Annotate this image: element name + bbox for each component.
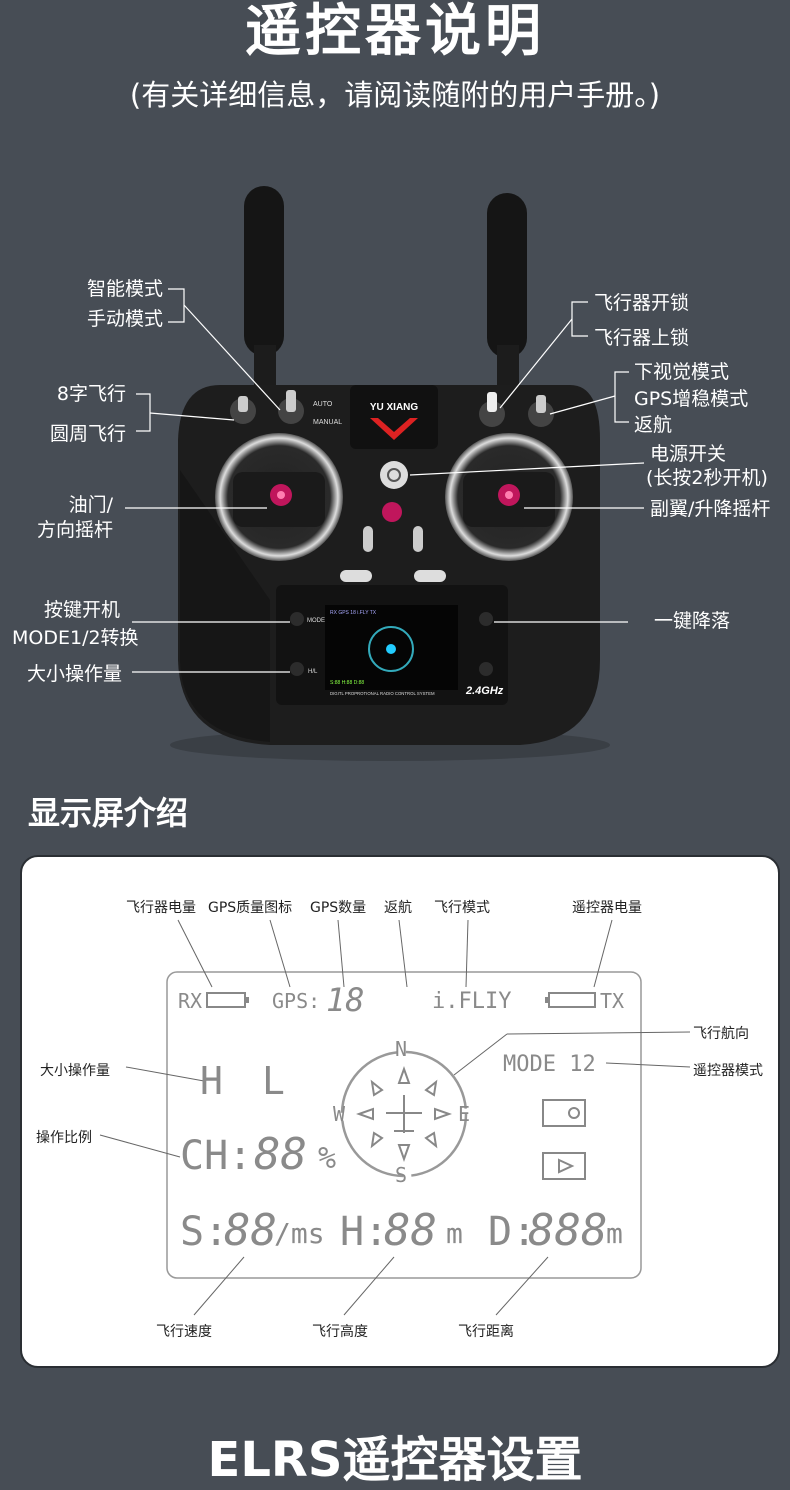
lcd-frame xyxy=(166,971,642,1279)
screen-footer: DIGITL PROPROTIONAL RADIO CONTROL SYSTEM xyxy=(330,691,435,696)
lcd-ch-val: 88 xyxy=(254,1129,307,1180)
label-throttle-1: 油门/ xyxy=(68,494,113,516)
lbl-rate: 大小操作量 xyxy=(40,1063,110,1079)
lbl-ratio: 操作比例 xyxy=(36,1130,92,1146)
mode-button-label: MODE xyxy=(307,618,325,624)
lbl-heading: 飞行航向 xyxy=(693,1026,749,1042)
lcd-hh: H: xyxy=(340,1209,389,1255)
lcd-l: L xyxy=(262,1059,285,1103)
antenna-left xyxy=(244,186,284,356)
label-vision: 下视觉模式 xyxy=(634,361,730,383)
controller-illustration: YU XIANG AUTO MANUAL MODE H/L RX GPS 18 … xyxy=(125,186,645,761)
label-circle: 圆周飞行 xyxy=(49,423,126,445)
lbl-gps-count: GPS数量 xyxy=(310,900,367,916)
label-gps: GPS增稳模式 xyxy=(634,388,749,410)
lbl-height: 飞行高度 xyxy=(312,1324,368,1340)
lbl-remote-battery: 遥控器电量 xyxy=(572,900,642,916)
hl-button-label: H/L xyxy=(308,669,318,675)
lbl-gps-quality: GPS质量图标 xyxy=(208,900,293,916)
label-throttle-2: 方向摇杆 xyxy=(36,519,113,541)
lcd-compass-e: E xyxy=(458,1102,471,1126)
lcd-compass-s: S xyxy=(395,1163,408,1187)
lcd-h: H xyxy=(200,1059,223,1103)
lcd-s-val: 88 xyxy=(224,1205,277,1256)
lcd-m2: m xyxy=(606,1217,623,1250)
label-power-2: (长按2秒开机) xyxy=(646,467,768,489)
lcd-ifly: i.FLIY xyxy=(432,989,512,1014)
lcd-compass-n: N xyxy=(395,1037,408,1061)
freq-label: 2.4GHz xyxy=(465,685,504,697)
lcd-mode12: MODE 12 xyxy=(503,1052,596,1077)
switch-auto-label: AUTO xyxy=(313,401,333,408)
lcd-pct: % xyxy=(318,1141,337,1176)
lcd-h-val: 88 xyxy=(384,1205,437,1256)
center-button xyxy=(382,502,402,522)
label-power-1: 电源开关 xyxy=(650,443,727,465)
page-subtitle: (有关详细信息，请阅读随附的用户手册。) xyxy=(129,78,661,112)
lcd-d: D: xyxy=(488,1209,537,1255)
lcd-s: S: xyxy=(180,1209,229,1255)
lbl-aircraft-battery: 飞行器电量 xyxy=(126,900,196,916)
label-figure8: 8字飞行 xyxy=(56,383,126,405)
lcd-ch: CH: xyxy=(180,1133,253,1179)
label-key-power: 按键开机 xyxy=(43,599,120,621)
lbl-remote-mode: 遥控器模式 xyxy=(693,1063,763,1079)
lcd-gps: GPS: xyxy=(272,989,321,1013)
label-landing: 一键降落 xyxy=(654,610,731,632)
label-rth: 返航 xyxy=(634,414,673,436)
lcd-gps-num: 18 xyxy=(326,981,365,1019)
label-rate: 大小操作量 xyxy=(26,663,122,685)
lbl-rth: 返航 xyxy=(384,900,412,916)
label-manual-mode: 手动模式 xyxy=(86,308,163,330)
lbl-speed: 飞行速度 xyxy=(156,1324,212,1340)
label-unlock: 飞行器开锁 xyxy=(594,292,690,314)
label-smart-mode: 智能模式 xyxy=(86,278,163,300)
svg-text:S:88 H:88 D:88: S:88 H:88 D:88 xyxy=(330,680,364,686)
lcd-diagram xyxy=(99,919,691,1316)
lbl-flight-mode: 飞行模式 xyxy=(434,900,490,916)
display-section-title: 显示屏介绍 xyxy=(28,794,189,832)
lcd-rx: RX xyxy=(178,989,203,1013)
label-mode-switch: MODE1/2转换 xyxy=(12,627,139,649)
lcd-m1: m xyxy=(446,1217,463,1250)
label-aileron: 副翼/升降摇杆 xyxy=(650,498,771,520)
next-section-title: ELRS遥控器设置 xyxy=(207,1432,583,1488)
svg-text:RX GPS 18 i.FLY TX: RX GPS 18 i.FLY TX xyxy=(330,610,377,616)
brand-logo: YU XIANG xyxy=(370,402,419,413)
lcd-d-val: 888 xyxy=(528,1205,608,1256)
display-panel: 飞行器电量 GPS质量图标 GPS数量 返航 飞行模式 遥控器电量 飞行航向 遥… xyxy=(20,855,780,1368)
label-lock: 飞行器上锁 xyxy=(594,327,690,349)
antenna-right xyxy=(487,193,527,358)
lbl-distance: 飞行距离 xyxy=(458,1324,514,1340)
lcd-ms: /ms xyxy=(274,1217,325,1250)
page-title: 遥控器说明 xyxy=(245,0,545,64)
lcd-compass-w: W xyxy=(333,1102,346,1126)
lcd-tx: TX xyxy=(600,989,625,1013)
switch-manual-label: MANUAL xyxy=(313,419,342,426)
power-button xyxy=(380,461,408,489)
